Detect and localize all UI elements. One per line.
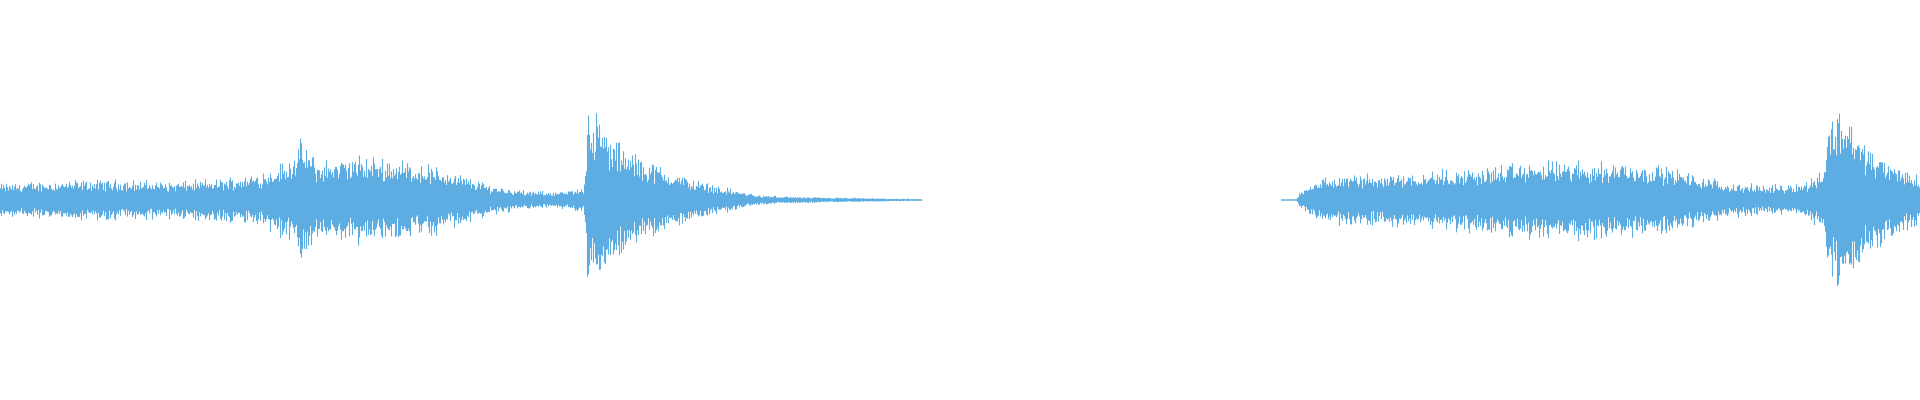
waveform-clip-2[interactable] (1280, 113, 1920, 286)
clip-layer (0, 113, 1920, 286)
waveform-clip-1[interactable] (0, 113, 923, 277)
waveform-core (0, 170, 923, 230)
